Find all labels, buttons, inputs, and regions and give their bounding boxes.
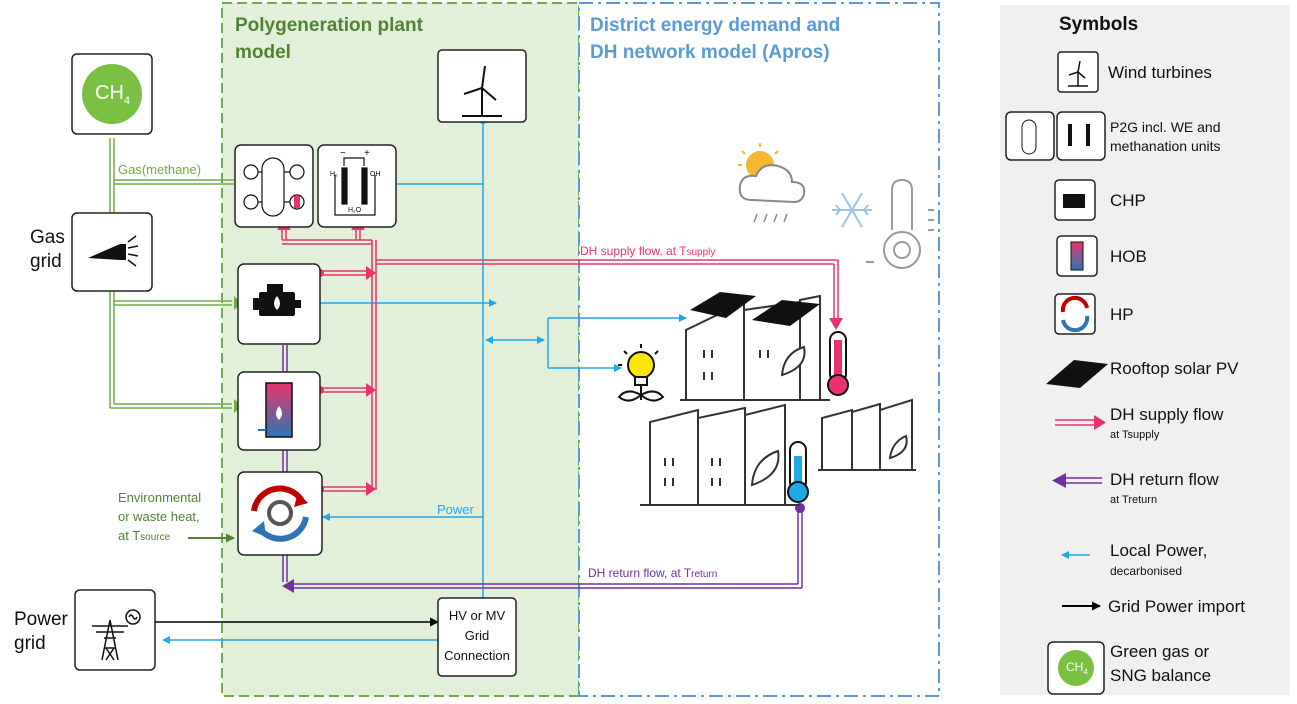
- grid-connection-box: [437, 597, 517, 677]
- power-label: Power: [437, 502, 474, 517]
- power-grid-label: Power grid: [14, 609, 68, 654]
- svg-text:OH: OH: [370, 171, 381, 178]
- solar-panels-top: [690, 292, 820, 326]
- chp-engine-icon: [253, 284, 301, 316]
- legend-ch4-label: CH4: [1066, 660, 1088, 677]
- plant-zone-title: Polygeneration plant model: [235, 15, 423, 63]
- legend-wind: Wind turbines: [1108, 63, 1212, 82]
- return-arrowhead: [282, 579, 294, 593]
- dh-return-label: DH return flow, at Treturn: [588, 566, 718, 580]
- svg-text:−: −: [340, 148, 346, 159]
- return-lines: [282, 345, 803, 589]
- gas-burner-icon: [88, 235, 139, 267]
- cold-thermometer-icon: [787, 441, 809, 503]
- methanation-icon: [243, 157, 305, 217]
- building-group-bottom: [640, 403, 800, 506]
- leaf-icon-bottom: [750, 449, 780, 487]
- electrolyser-box: [317, 144, 397, 228]
- gas-arrowheads: [234, 296, 242, 413]
- legend-local-power: Local Power, decarbonised: [1110, 541, 1208, 578]
- legend-p2g: P2G incl. WE and methanation units: [1110, 119, 1221, 154]
- hot-thermometer-icon: [827, 331, 849, 396]
- ch4-circle: [82, 64, 142, 124]
- wind-turbine-icon: [462, 65, 502, 117]
- legend-title: Symbols: [1059, 14, 1139, 35]
- legend-grid-import: Grid Power import: [1108, 597, 1245, 616]
- snowflake-icon: [832, 192, 872, 228]
- lightbulb-icon: [617, 344, 665, 402]
- gas-grid-label: Gas grid: [30, 227, 65, 272]
- legend-symbols: [1005, 51, 1108, 695]
- power-grid-box: [74, 589, 156, 671]
- legend-dh-return: DH return flow at Treturn: [1110, 470, 1219, 506]
- building-small-right: [818, 398, 916, 471]
- svg-text:H₂: H₂: [330, 171, 338, 178]
- ch4-label: CH4: [95, 82, 131, 107]
- supply-lines: [281, 228, 839, 492]
- svg-text:H₂O: H₂O: [348, 207, 362, 214]
- gas-methane-label: Gas(methane): [118, 162, 202, 177]
- building-group-top: [680, 294, 830, 401]
- legend-solar: Rooftop solar PV: [1110, 359, 1239, 378]
- legend-hob: HOB: [1110, 247, 1147, 266]
- legend-hp: HP: [1110, 305, 1134, 324]
- svg-text:+: +: [364, 148, 370, 159]
- heat-pump-icon: [251, 485, 309, 542]
- methanation-box: [234, 144, 314, 228]
- env-heat-label: Environmental or waste heat, at Tsource: [118, 490, 202, 543]
- sun-cloud-icon: [738, 143, 806, 223]
- pylon-icon: [92, 609, 141, 661]
- grid-connection-label: HV or MV Grid Connection: [444, 608, 510, 663]
- electrolyser-icon: − + H₂ OH H₂O: [330, 148, 381, 216]
- legend-panel: [1000, 5, 1290, 695]
- hp-box: [237, 471, 323, 556]
- legend-green-gas: Green gas or SNG balance: [1110, 642, 1212, 685]
- thermometer-icon: [866, 178, 934, 269]
- dh-supply-label: DH supply flow, at Tsupply: [580, 244, 716, 258]
- leaf-icon-top: [780, 345, 806, 377]
- legend-chp: CHP: [1110, 191, 1146, 210]
- legend-dh-supply: DH supply flow at Tsupply: [1110, 405, 1224, 441]
- gas-lines: [109, 138, 234, 409]
- district-zone-title: District energy demand and DH network mo…: [590, 15, 841, 63]
